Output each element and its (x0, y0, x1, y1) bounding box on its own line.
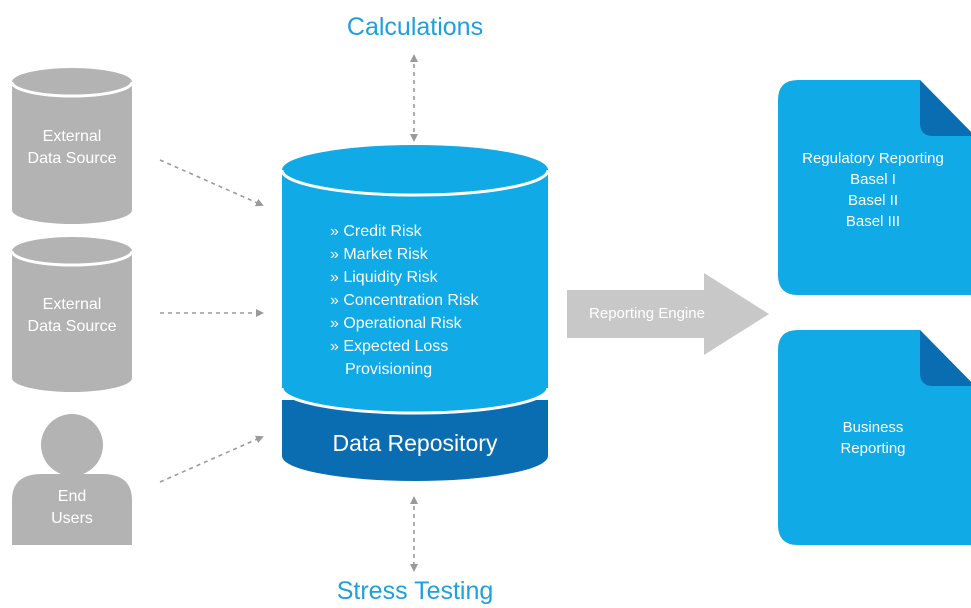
risk-item: » Credit Risk (330, 223, 422, 240)
user-label-line1: End (57, 488, 87, 505)
risk-list: » Credit Risk » Market Risk » Liquidity … (330, 220, 530, 381)
risk-item: » Operational Risk (330, 315, 462, 332)
source-label-line1: External (42, 296, 102, 313)
business-report-label: Business Reporting (775, 417, 971, 459)
report-line: Basel II (847, 192, 899, 209)
report-line: Regulatory Reporting (802, 150, 944, 167)
source-label-1: External Data Source (12, 126, 132, 170)
database-icon (10, 237, 134, 392)
report-line: Basel III (845, 213, 901, 230)
source-connector-1 (159, 159, 264, 207)
source-label-line2: Data Source (27, 150, 117, 167)
document-icon (778, 80, 971, 295)
risk-item: » Expected Loss (330, 338, 449, 355)
reporting-engine-arrow (567, 273, 769, 355)
source-label-line1: External (42, 128, 102, 145)
data-repository-cylinder (280, 145, 550, 481)
source-label-line2: Data Source (27, 318, 117, 335)
risk-item: » Market Risk (330, 246, 428, 263)
report-line: Business (842, 419, 904, 436)
regulatory-report-label: Regulatory Reporting Basel I Basel II Ba… (775, 148, 971, 232)
user-icon (12, 414, 132, 545)
risk-item-continuation: Provisioning (345, 361, 433, 378)
user-label: End Users (12, 486, 132, 530)
user-label-line2: Users (51, 510, 93, 527)
database-icon (10, 68, 134, 224)
document-icon (778, 330, 971, 545)
risk-item: » Liquidity Risk (330, 269, 438, 286)
user-connector (159, 435, 264, 483)
stress-testing-label: Stress Testing (336, 577, 494, 605)
report-line: Reporting (840, 440, 906, 457)
source-label-2: External Data Source (12, 294, 132, 338)
repository-title: Data Repository (332, 430, 498, 456)
reporting-engine-label: Reporting Engine (589, 305, 705, 322)
calculations-label: Calculations (346, 13, 484, 41)
risk-item: » Concentration Risk (330, 292, 479, 309)
report-line: Basel I (850, 171, 896, 188)
